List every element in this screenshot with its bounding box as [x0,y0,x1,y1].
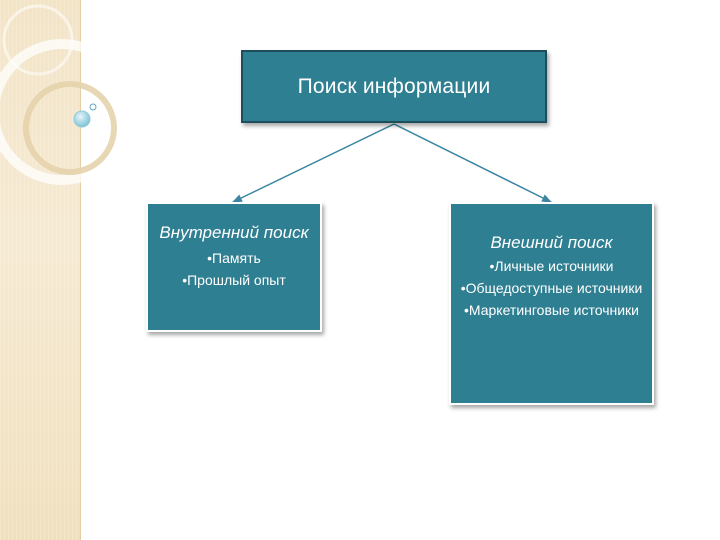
side-strip-texture [0,0,80,540]
connector-arrow-to-internal [232,123,395,203]
decorative-tiny-bubble [89,103,97,111]
internal-search-node: Внутренний поиск •Память •Прошлый опыт [146,202,322,332]
decorative-side-strip [0,0,81,540]
external-item-marketing-sources: •Маркетинговые источники [464,302,639,318]
external-item-personal-sources: •Личные источники [489,258,614,274]
connector-arrow-to-external [393,123,552,203]
internal-item-past-experience: •Прошлый опыт [182,272,286,288]
external-search-title: Внешний поиск [490,233,613,252]
internal-search-title: Внутренний поиск [159,223,309,242]
root-node-information-search: Поиск информации [241,50,547,123]
external-item-public-sources: •Общедоступные источники [460,280,643,296]
external-search-node: Внешний поиск •Личные источники •Общедос… [449,202,654,405]
internal-item-memory: •Память [207,250,261,266]
root-node-title: Поиск информации [297,74,491,98]
